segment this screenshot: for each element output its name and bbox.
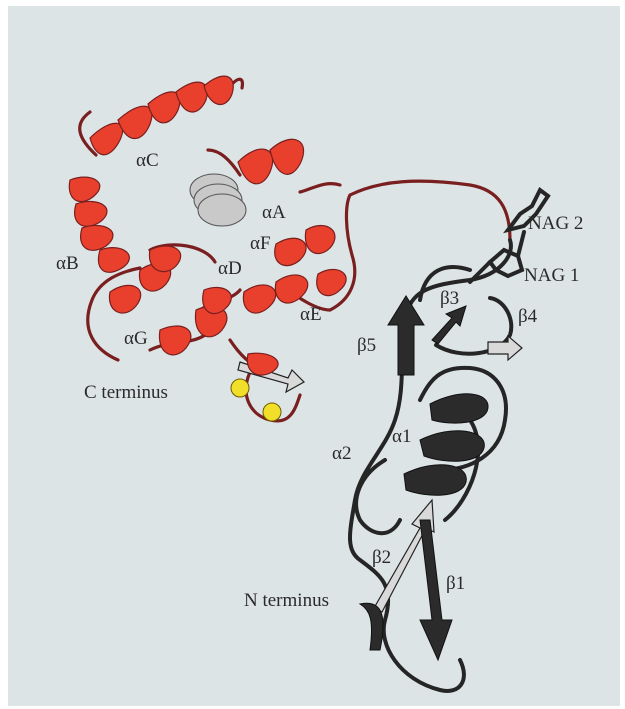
label-helix-e: αE xyxy=(300,304,322,325)
label-helix-c: αC xyxy=(136,150,159,171)
label-nag-1: NAG 1 xyxy=(524,265,579,286)
label-helix-a: αA xyxy=(262,202,286,223)
label-strand-b3: β3 xyxy=(440,288,459,309)
label-c-terminus: C terminus xyxy=(84,382,168,403)
label-helix-alpha1: α1 xyxy=(392,426,411,447)
label-strand-b5: β5 xyxy=(357,335,376,356)
label-strand-b1: β1 xyxy=(446,573,465,594)
label-helix-alpha2: α2 xyxy=(332,443,351,464)
calcium-ion-1 xyxy=(231,379,249,397)
label-helix-d: αD xyxy=(218,258,242,279)
label-strand-b4: β4 xyxy=(518,306,538,327)
label-n-terminus: N terminus xyxy=(244,590,329,611)
label-helix-g: αG xyxy=(124,328,148,349)
calcium-ion-2 xyxy=(263,403,281,421)
label-nag-2: NAG 2 xyxy=(528,213,583,234)
label-helix-f: αF xyxy=(250,233,271,254)
label-helix-b: αB xyxy=(56,253,79,274)
label-strand-b2: β2 xyxy=(372,547,391,568)
